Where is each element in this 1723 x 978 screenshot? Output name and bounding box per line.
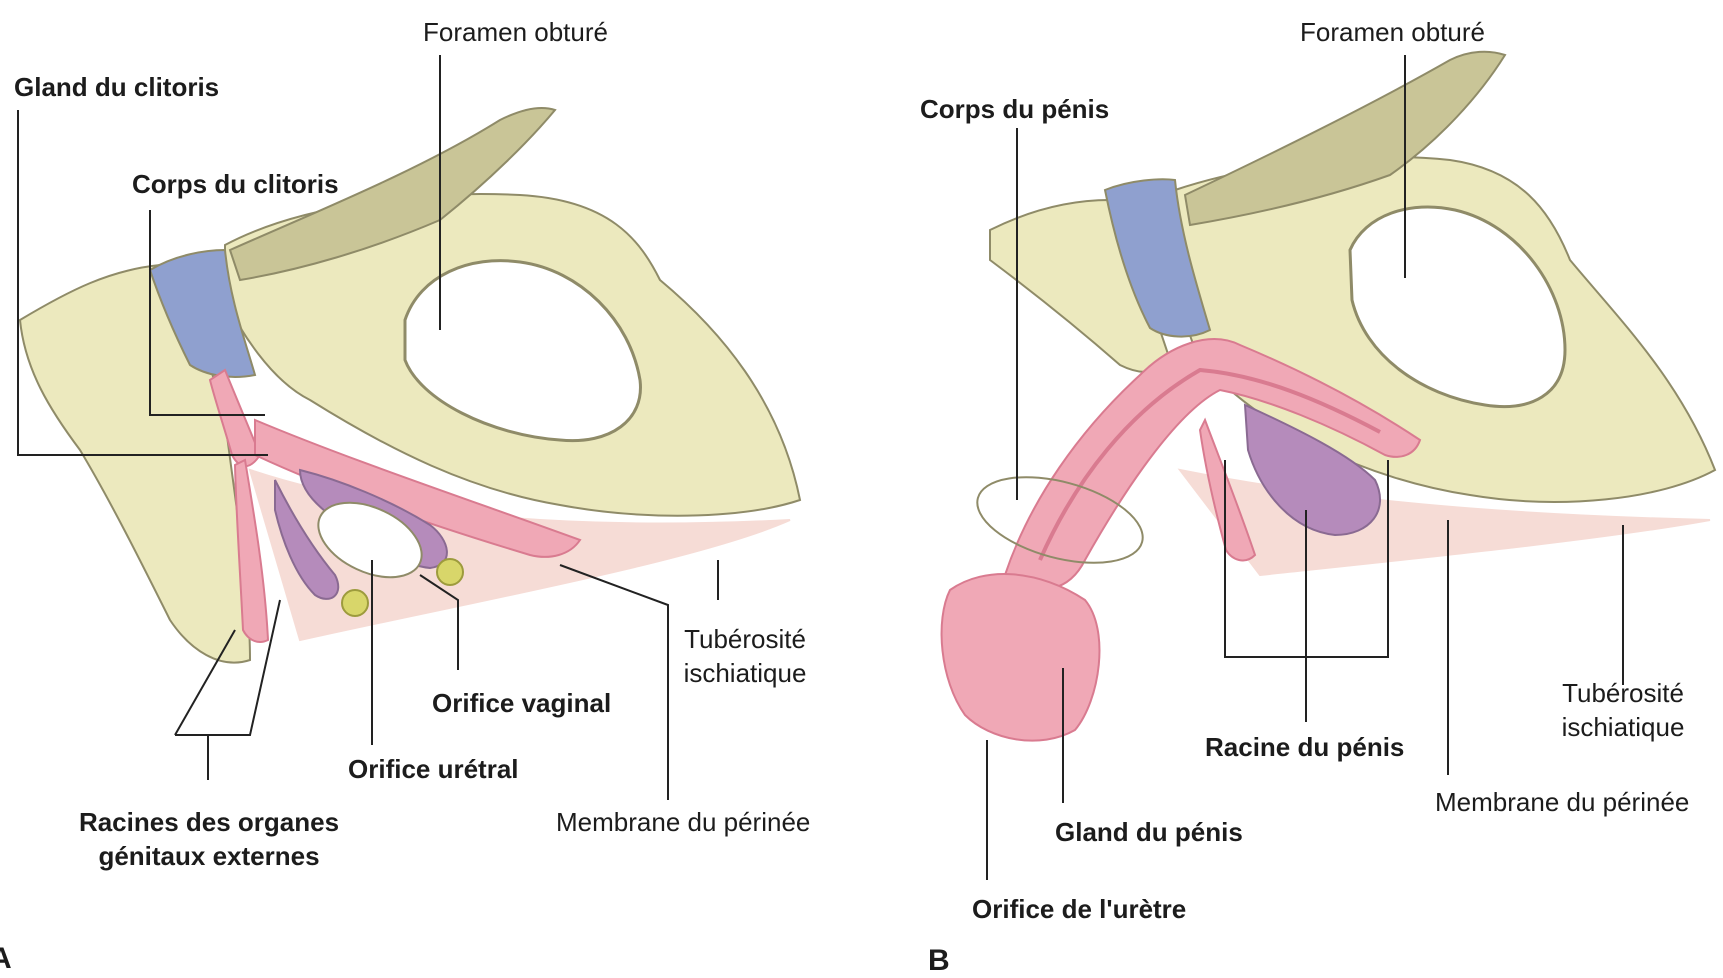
- label-foramen-obture-a: Foramen obturé: [423, 15, 608, 49]
- label-orifice-uretral: Orifice urétral: [348, 752, 519, 786]
- label-tuberosite-a-line1: Tubérosité: [680, 622, 810, 656]
- label-racines: Racines des organes génitaux externes: [70, 805, 348, 873]
- label-gland-clitoris: Gland du clitoris: [14, 70, 219, 104]
- label-membrane-perinee-b: Membrane du périnée: [1435, 785, 1689, 819]
- label-foramen-obture-b: Foramen obturé: [1300, 15, 1485, 49]
- label-orifice-vaginal: Orifice vaginal: [432, 686, 611, 720]
- panel-letter-b: B: [928, 944, 950, 978]
- vestibular-gland-1: [437, 559, 463, 585]
- label-tuberosite-b-line2: ischiatique: [1556, 710, 1690, 744]
- label-tuberosite-b: Tubérosité ischiatique: [1556, 676, 1690, 744]
- label-tuberosite-a: Tubérosité ischiatique: [680, 622, 810, 690]
- label-racines-line2: génitaux externes: [70, 839, 348, 873]
- label-corps-clitoris: Corps du clitoris: [132, 167, 339, 201]
- label-corps-penis: Corps du pénis: [920, 92, 1109, 126]
- label-racine-penis: Racine du pénis: [1205, 730, 1404, 764]
- label-tuberosite-b-line1: Tubérosité: [1556, 676, 1690, 710]
- glans-penis: [942, 574, 1100, 741]
- vestibular-gland-2: [342, 590, 368, 616]
- label-tuberosite-a-line2: ischiatique: [680, 656, 810, 690]
- label-racines-line1: Racines des organes: [70, 805, 348, 839]
- label-orifice-uretre: Orifice de l'urètre: [972, 892, 1186, 926]
- panel-letter-a: A: [0, 942, 12, 976]
- label-membrane-perinee-a: Membrane du périnée: [556, 805, 810, 839]
- label-gland-penis: Gland du pénis: [1055, 815, 1243, 849]
